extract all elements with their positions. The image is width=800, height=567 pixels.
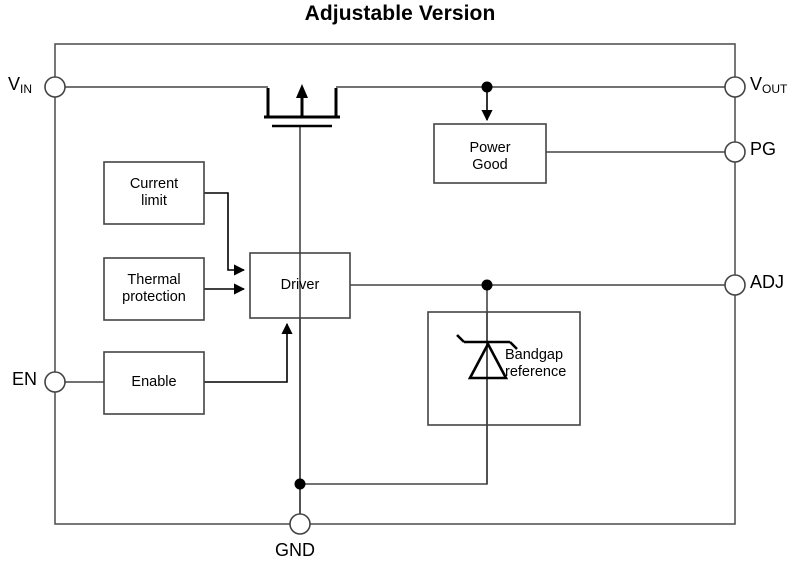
block-enable[interactable] xyxy=(103,351,205,415)
wire-enable-to-driver xyxy=(204,322,293,383)
junction-dot-adj-tap xyxy=(481,279,493,291)
pin-label-adj-main: ADJ xyxy=(750,272,785,292)
block-label-power-good: Power Good xyxy=(469,140,511,173)
block-label-driver: Driver xyxy=(280,277,320,293)
block-label-enable: Enable xyxy=(131,374,177,390)
block-label-thermal-protection: Thermal protection xyxy=(122,272,186,305)
pin-adj[interactable] xyxy=(724,274,746,296)
pin-vin[interactable] xyxy=(44,76,66,98)
pin-label-gnd-main: GND xyxy=(275,540,315,560)
pin-label-pg-main: PG xyxy=(750,139,777,159)
mosfet-channel-arrowhead xyxy=(296,84,308,98)
pin-gnd[interactable] xyxy=(289,513,311,535)
block-bandgap-reference[interactable] xyxy=(427,311,581,426)
pin-label-vout-sub: OUT xyxy=(762,82,788,96)
block-thermal-protection[interactable] xyxy=(103,257,205,321)
zener-triangle xyxy=(467,341,509,380)
block-label-current-limit: Current limit xyxy=(129,176,179,209)
pin-label-gnd: GND xyxy=(275,540,315,561)
pin-vout[interactable] xyxy=(724,76,746,98)
block-power-good[interactable] xyxy=(433,123,547,184)
junction-dot-vout-tap xyxy=(481,81,493,93)
pin-pg[interactable] xyxy=(724,141,746,163)
pin-label-pg: PG xyxy=(750,139,776,160)
pin-label-vout: VOUT xyxy=(750,74,788,96)
pin-label-adj: ADJ xyxy=(750,272,784,293)
page-title: Adjustable Version xyxy=(304,2,496,25)
zener-bend-left xyxy=(456,334,465,343)
pin-label-vin-main: V xyxy=(8,74,21,94)
block-current-limit[interactable] xyxy=(103,161,205,225)
symbol-label-bandgap-reference: Bandgap reference xyxy=(505,347,567,380)
pin-en[interactable] xyxy=(44,371,66,393)
pin-label-en: EN xyxy=(12,369,37,390)
pin-label-vout-main: V xyxy=(750,74,763,94)
pass-transistor-symbol xyxy=(264,84,340,119)
zener-diode-icon xyxy=(456,334,518,380)
zener-bend-right xyxy=(509,341,518,350)
pin-label-vin-sub: IN xyxy=(20,82,33,96)
pin-label-vin: VIN xyxy=(8,74,33,96)
wire-currentlimit-to-driver xyxy=(204,192,246,276)
junction-dot-gnd xyxy=(294,478,306,490)
pin-label-en-main: EN xyxy=(12,369,38,389)
